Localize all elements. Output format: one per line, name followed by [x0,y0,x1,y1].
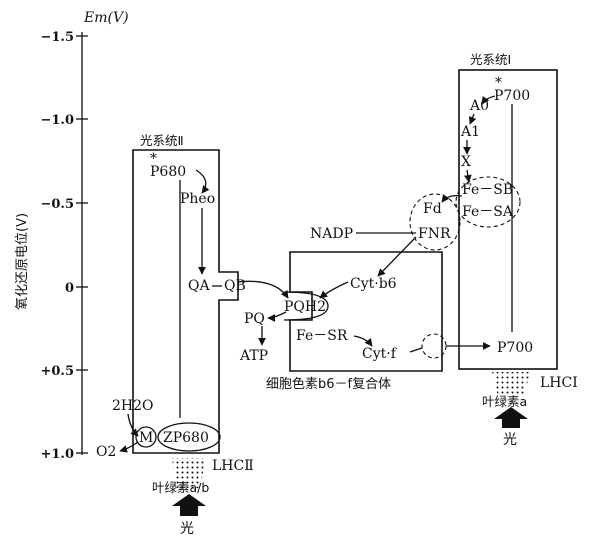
cytf-label: Cyt·f [362,346,398,362]
lhc-i-dots [492,372,530,396]
fnr-to-cytb6-arrow [377,236,417,277]
psii-box [132,149,239,454]
lhc-ii-label: LHCⅡ [212,458,254,474]
axis-title: Em(V) [83,10,129,26]
cytb6-label: Cyt·b6 [350,276,397,292]
atp-label: ATP [239,348,268,364]
lhc-i-label: LHCⅠ [540,375,578,391]
qb-label: QB [224,278,246,294]
pqh2-shape [283,291,329,321]
fnr-label: FNR [418,226,451,242]
light-label: 光 [180,521,194,537]
pqh2-to-pq-arrow [267,311,287,322]
pheo-label: Pheo [180,191,215,207]
psi-title: 光系统Ⅰ [470,52,511,67]
pq-label: PQ [244,311,265,327]
photosystem-i: 光系统Ⅰ * P700 A0 A1 X Fe－SB Fe－SA P700 LHC… [455,52,578,448]
oxygen-label: O2 [96,444,116,460]
cytochrome-complex: 细胞色素b6－f复合体 PQH2 PQ ATP Cyt·b6 Fe－SR Cyt… [237,251,443,392]
excited-star: * [495,75,502,91]
mn-label: M [139,430,153,446]
fd-fnr-dashed-circle [409,193,461,251]
p700-bottom-label: P700 [497,340,533,356]
p700-top-label: P700 [494,88,530,104]
fes-r-label: Fe－SR [296,328,348,344]
mn-cluster-circle [135,426,157,448]
tick-label: −1.5 [40,30,74,45]
pqh2-label: PQH2 [284,299,326,315]
p680-to-pheo-arrow [195,169,210,194]
fe-s-b-label: Fe－SB [462,182,513,198]
fe-s-dashed-circle [455,176,521,228]
a1-label: A1 [460,124,480,140]
water-label: 2H2O [112,398,154,414]
light-label: 光 [503,432,517,448]
tick-label: +0.5 [40,364,74,379]
oxygen-arrow [119,441,139,453]
cyt-title: 细胞色素b6－f复合体 [266,376,391,392]
cytb6-to-pqh2-arrow [319,281,349,299]
light-arrow-icon [494,407,528,428]
qb-to-pqh2-arrow [237,280,289,299]
fd-label: Fd [423,201,442,217]
psii-title: 光系统Ⅱ [140,133,184,148]
tick-label: −0.5 [40,197,74,212]
tick-label: 0 [65,281,74,296]
excited-star: * [150,151,157,167]
tick-label: +1.0 [40,447,74,462]
a0-to-a1-arrow [468,113,477,125]
zp680-ellipse [157,422,221,452]
ferredoxin-group: Fd FNR NADP [310,193,491,359]
p680-label: P680 [150,164,186,180]
lhc-ii-dots [172,458,206,488]
nadp-label: NADP [310,226,353,242]
zp680-label: ZP680 [163,430,209,446]
photosystem-ii: 光系统Ⅱ * P680 Pheo QA QB 2H2O O2 M ZP680 L… [96,133,254,537]
light-arrow-icon [172,494,206,516]
fes-to-cytf-arrow [353,335,373,347]
pigment-ab-label: 叶绿素a/b [152,480,209,495]
p700-to-a0-arrow [481,95,496,105]
axis-label: 氧化还原电位(V) [15,213,30,310]
tick-label: −1.0 [40,113,74,128]
x-to-fes-arrow [463,169,472,183]
qa-label: QA [188,278,210,294]
x-label: X [461,154,471,170]
potential-axis: −1.5 −1.0 −0.5 0 +0.5 +1.0 Em(V) 氧化还原电位(… [15,10,129,462]
cytf-to-pc-line [409,347,423,353]
psi-box [458,69,558,370]
fe-s-a-label: Fe－SA [462,204,514,220]
pigment-a-label: 叶绿素a [482,394,527,409]
